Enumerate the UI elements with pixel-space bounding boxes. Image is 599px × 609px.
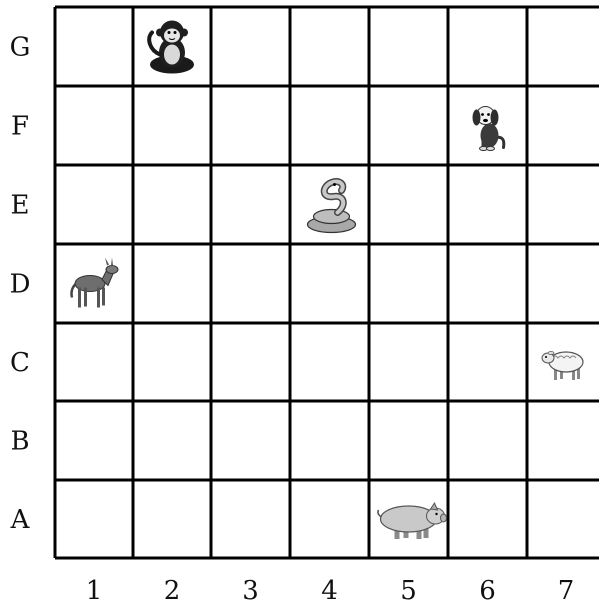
row-label-d: D	[10, 270, 31, 300]
col-label-3: 3	[242, 576, 259, 606]
col-label-6: 6	[479, 576, 496, 606]
row-label-e: E	[11, 191, 30, 221]
row-label-a: A	[10, 505, 31, 535]
col-label-1: 1	[86, 576, 103, 606]
donkey-icon	[72, 258, 119, 308]
pig-icon	[378, 503, 447, 539]
row-label-g: G	[10, 33, 31, 63]
row-label-f: F	[11, 112, 29, 142]
monkey-icon	[149, 21, 194, 74]
animal-layer	[72, 21, 584, 540]
row-label-b: B	[10, 427, 29, 457]
col-label-4: 4	[321, 576, 338, 606]
snake-icon	[308, 182, 356, 233]
col-label-2: 2	[164, 576, 181, 606]
col-labels: 1 2 3 4 5 6 7	[86, 576, 575, 606]
row-label-c: C	[10, 348, 30, 378]
row-labels: G F E D C B A	[10, 33, 31, 536]
sheep-icon	[542, 352, 583, 381]
grid-lines	[55, 7, 599, 558]
dog-icon	[473, 107, 504, 151]
col-label-7: 7	[558, 576, 575, 606]
col-label-5: 5	[400, 576, 417, 606]
